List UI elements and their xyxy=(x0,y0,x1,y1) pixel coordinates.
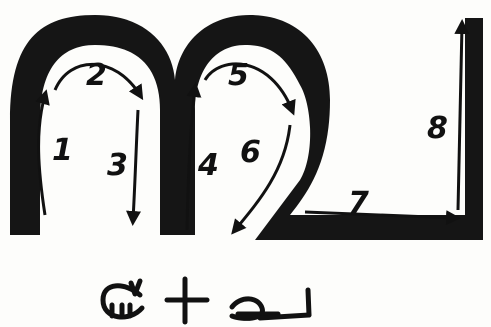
stroke-arrow-3 xyxy=(133,110,138,220)
stroke-label-1: 1 xyxy=(52,133,73,168)
handwritten-formula xyxy=(103,279,309,322)
stroke-label-7: 7 xyxy=(348,186,369,221)
stroke-label-8: 8 xyxy=(427,111,448,146)
stroke-label-4: 4 xyxy=(197,148,219,183)
glyph-outline xyxy=(10,15,465,240)
glyph-vertical-bar xyxy=(465,18,483,240)
stroke-label-2: 2 xyxy=(86,58,107,93)
stroke-label-5: 5 xyxy=(228,58,249,93)
stroke-label-3: 3 xyxy=(107,148,128,183)
stroke-label-6: 6 xyxy=(240,135,261,170)
stroke-arrow-8 xyxy=(458,25,462,210)
